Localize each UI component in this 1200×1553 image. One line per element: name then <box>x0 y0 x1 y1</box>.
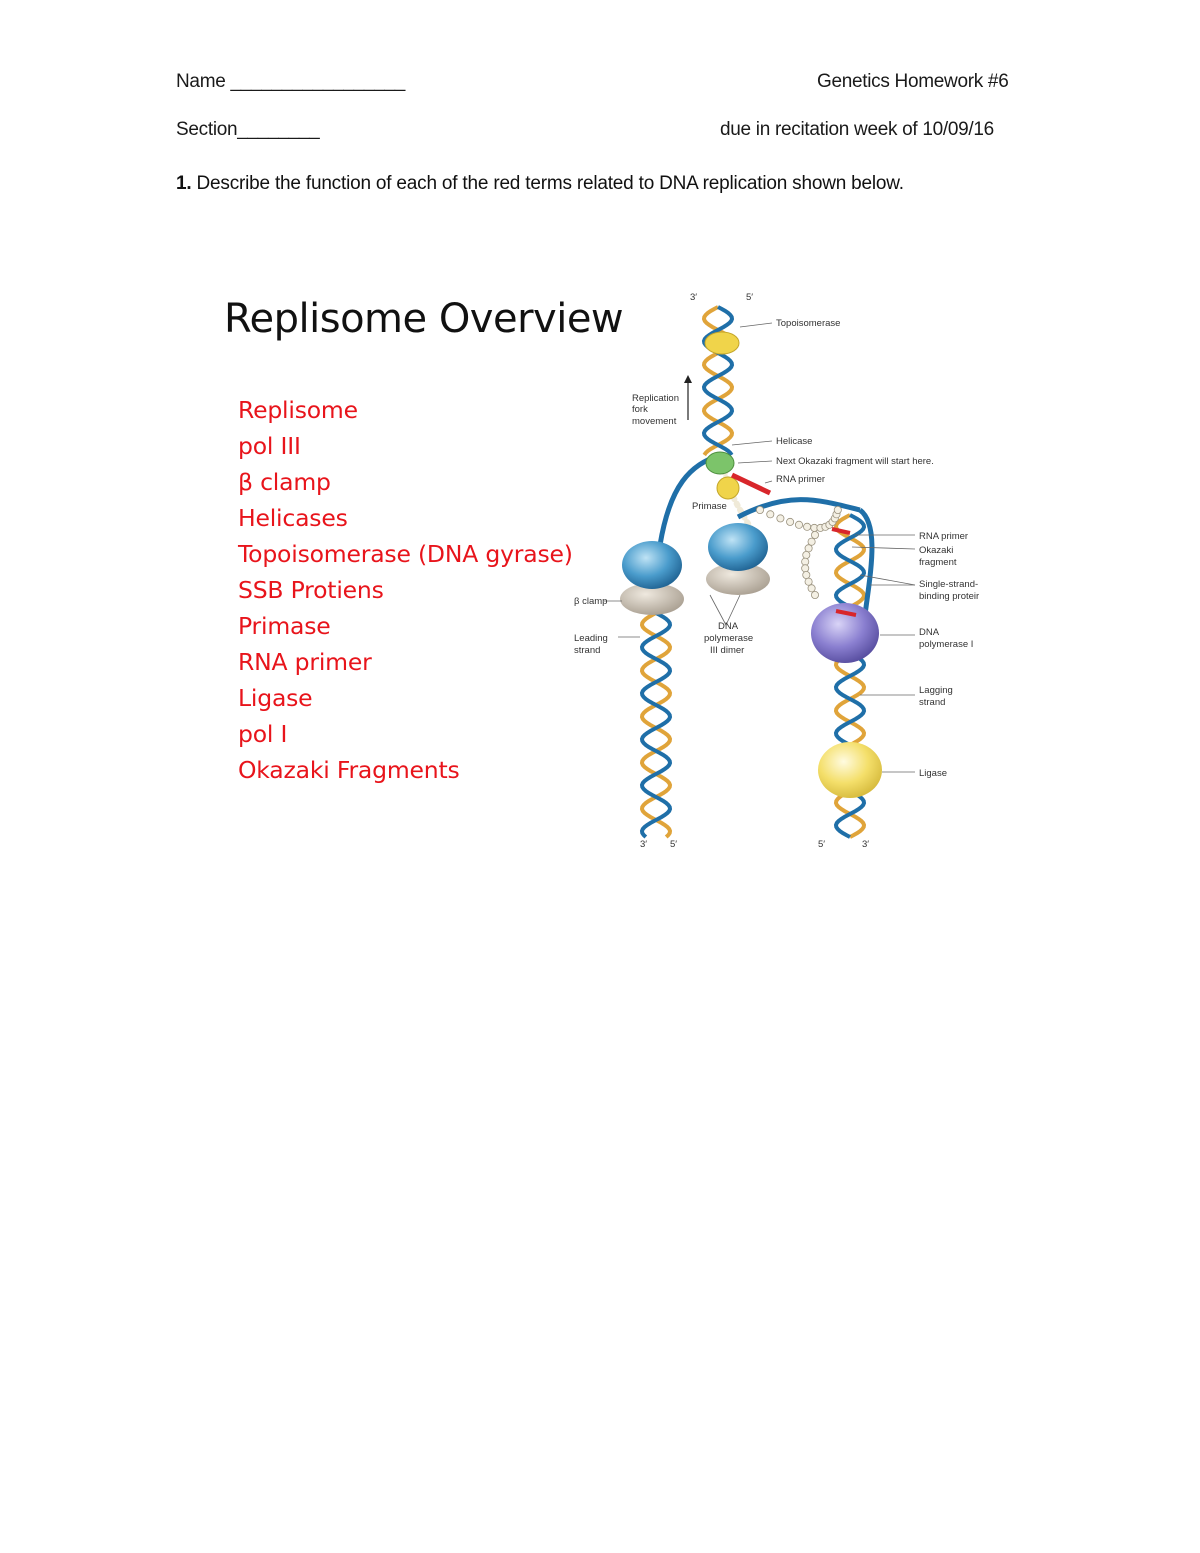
label-dna-pol3: III dimer <box>710 645 744 656</box>
figure-title: Replisome Overview <box>224 296 624 342</box>
label-beta-clamp: β clamp <box>574 596 607 607</box>
label-lagging-strand: Lagging <box>919 685 953 696</box>
label-ssb: Single-strand- <box>919 579 978 590</box>
label-rna-primer-right: RNA primer <box>919 531 968 542</box>
parental-dna-helix <box>701 305 735 457</box>
term-item: pol I <box>238 720 288 748</box>
term-item: pol III <box>238 432 301 460</box>
single-strand-binding-proteins <box>755 505 842 599</box>
rna-primer-mark <box>730 472 772 496</box>
ssb-bead <box>804 544 813 553</box>
label-replication-fork: Replication <box>632 393 679 404</box>
label-bottom-left-5prime: 5′ <box>670 839 677 850</box>
label-bottom-left-3prime: 3′ <box>640 839 647 850</box>
label-helicase: Helicase <box>776 436 812 447</box>
label-leading-strand: Leading <box>574 633 608 644</box>
rna-primer-lagging-2 <box>835 609 857 617</box>
beta-clamp-left <box>620 583 684 615</box>
label-replication-fork: fork <box>632 404 648 415</box>
pol3-right <box>708 523 768 571</box>
homework-title: Genetics Homework #6 <box>817 71 1009 92</box>
label-top-5prime: 5′ <box>746 292 753 303</box>
label-next-okazaki: Next Okazaki fragment will start here. <box>776 456 934 467</box>
label-dna-pol1: polymerase I <box>919 639 973 650</box>
ssb-bead <box>807 584 816 593</box>
due-date: due in recitation week of 10/09/16 <box>720 119 994 140</box>
section-field-line: Section________ <box>176 119 320 140</box>
arrow-head-icon <box>684 375 692 383</box>
label-bottom-right-5prime: 5′ <box>818 839 825 850</box>
ssb-bead <box>833 505 842 514</box>
ssb-bead <box>766 510 775 519</box>
ssb-bead <box>803 522 812 531</box>
primase-shape <box>716 476 740 500</box>
ssb-bead <box>794 520 803 529</box>
label-top-3prime: 3′ <box>690 292 697 303</box>
question-text: Describe the function of each of the red… <box>191 173 905 194</box>
topoisomerase-shape <box>704 331 740 355</box>
label-lagging-strand: strand <box>919 697 945 708</box>
term-item: Okazaki Fragments <box>238 756 460 784</box>
label-topoisomerase: Topoisomerase <box>776 318 840 329</box>
term-item: Topoisomerase (DNA gyrase) <box>238 540 573 568</box>
label-dna-pol3: DNA <box>718 621 739 632</box>
lagging-template-strand <box>736 497 861 520</box>
term-item: SSB Protiens <box>238 576 384 604</box>
helix-strand-orange <box>639 611 673 839</box>
beta-clamp-right <box>706 563 770 595</box>
label-bottom-right-3prime: 3′ <box>862 839 869 850</box>
ssb-bead <box>786 517 795 526</box>
ssb-bead <box>801 557 810 566</box>
replisome-diagram: 3′ 5′ Topoisomerase Replication fork mov… <box>574 292 979 850</box>
helix-strand-blue <box>701 305 735 457</box>
helicase-shape <box>705 451 735 475</box>
name-field-line: Name _________________ <box>176 71 405 92</box>
red-terms-list: Replisome pol III β clamp Helicases Topo… <box>238 392 573 788</box>
label-replication-fork: movement <box>632 416 677 427</box>
dna-polymerase-1-shape <box>811 603 879 663</box>
lagging-template-loop <box>858 508 875 616</box>
term-item: β clamp <box>238 468 331 496</box>
helix-strand-blue <box>639 611 673 839</box>
label-ligase: Ligase <box>919 768 947 779</box>
label-dna-pol1: DNA <box>919 627 940 638</box>
label-primase: Primase <box>692 501 727 512</box>
pol3-left <box>622 541 682 589</box>
leading-strand-helix <box>639 611 673 839</box>
ssb-bead <box>802 550 811 559</box>
ssb-bead <box>776 514 785 523</box>
term-item: Replisome <box>238 396 358 424</box>
label-okazaki-fragment: Okazaki <box>919 545 953 556</box>
term-item: Ligase <box>238 684 313 712</box>
label-okazaki-fragment: fragment <box>919 557 957 568</box>
label-ssb: binding proteir <box>919 591 979 602</box>
ssb-bead <box>755 505 764 514</box>
ssb-bead <box>801 564 810 573</box>
term-item: Primase <box>238 612 331 640</box>
ssb-bead <box>810 590 819 599</box>
term-item: RNA primer <box>238 648 372 676</box>
ssb-bead <box>810 530 819 539</box>
question-1: 1. Describe the function of each of the … <box>176 172 976 196</box>
rna-primer-lagging <box>831 527 851 535</box>
ssb-bead <box>802 570 811 579</box>
ssb-bead <box>807 537 816 546</box>
ssb-bead <box>804 577 813 586</box>
question-number: 1. <box>176 173 192 194</box>
term-item: Helicases <box>238 504 348 532</box>
ligase-shape <box>818 742 882 798</box>
label-leading-strand: strand <box>574 645 600 656</box>
label-dna-pol3: polymerase <box>704 633 753 644</box>
label-rna-primer-top: RNA primer <box>776 474 825 485</box>
